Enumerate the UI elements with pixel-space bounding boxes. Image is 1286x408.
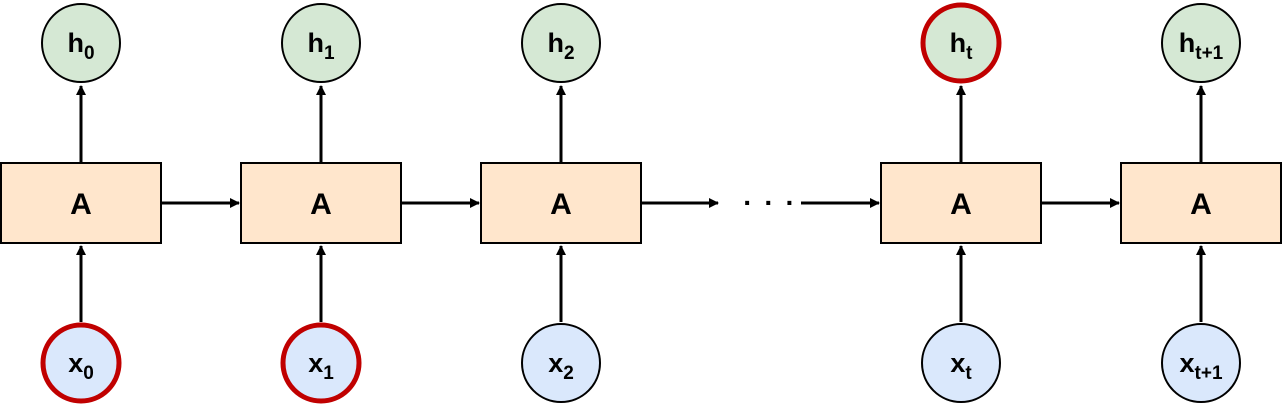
hidden-label-base-2: h [547,28,564,58]
hidden-label-base-0: h [67,28,84,58]
input-label-2: x2 [548,348,574,384]
input-label-sub-0: 0 [83,363,94,384]
hidden-label-sub-2: 2 [564,43,575,64]
hidden-label-1: h1 [307,28,335,64]
hidden-node-2 [521,3,601,83]
hidden-label-sub-4: t+1 [1195,43,1223,64]
hidden-label-2: h2 [547,28,574,64]
cell-box-4 [1120,162,1282,244]
hidden-node-4 [1161,3,1241,83]
hidden-label-3: ht [950,28,974,64]
input-label-1: x1 [308,348,334,384]
input-node-4 [1161,323,1241,403]
input-label-sub-3: t [965,363,972,384]
input-label-3: xt [950,348,972,384]
input-node-3 [921,323,1001,403]
cell-label-1: A [310,188,332,221]
hidden-label-base-4: h [1179,28,1196,58]
cell-label-3: A [950,188,972,221]
cell-label-0: A [70,188,92,221]
ellipsis: · · · [743,187,797,218]
cell-label-4: A [1190,188,1212,221]
input-label-4: xt+1 [1179,348,1222,384]
input-label-sub-1: 1 [323,363,334,384]
hidden-node-0 [41,3,121,83]
input-node-0 [40,322,122,404]
hidden-node-1 [281,3,361,83]
cell-box-3 [880,162,1042,244]
input-label-0: x0 [68,348,94,384]
input-label-sub-2: 2 [563,363,574,384]
hidden-label-base-3: h [950,28,967,58]
input-node-2 [521,323,601,403]
input-label-base-4: x [1179,348,1194,378]
input-label-base-3: x [950,348,965,378]
hidden-label-sub-0: 0 [84,43,95,64]
hidden-label-0: h0 [67,28,94,64]
cell-label-2: A [550,188,572,221]
input-label-sub-4: t+1 [1195,363,1223,384]
hidden-node-3 [920,2,1002,84]
input-label-base-1: x [308,348,323,378]
hidden-label-sub-1: 1 [324,43,335,64]
hidden-label-4: ht+1 [1179,28,1224,64]
cell-box-0 [0,162,162,244]
input-label-base-0: x [68,348,83,378]
hidden-label-sub-3: t [966,43,973,64]
input-node-1 [280,322,362,404]
hidden-label-base-1: h [307,28,324,58]
input-label-base-2: x [548,348,563,378]
